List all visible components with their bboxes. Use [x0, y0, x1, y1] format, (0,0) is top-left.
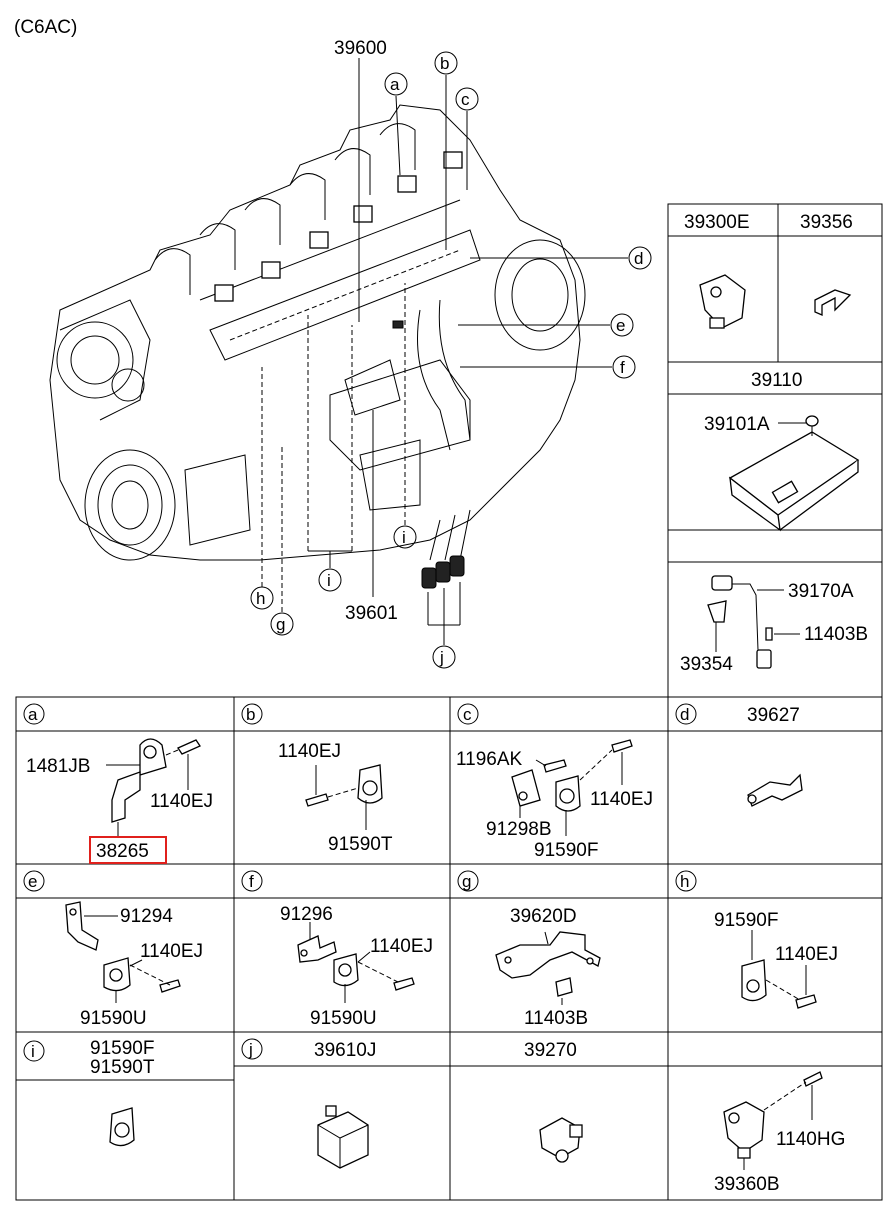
- label-39170A: 39170A: [788, 581, 854, 602]
- cell-g-letter: g: [462, 872, 471, 891]
- cell-l-drawing: [723, 1071, 823, 1170]
- cell-letters: a b c d e f g h i j: [23, 703, 697, 1062]
- callout-g: g: [276, 615, 285, 634]
- cell-c-part-1196AK: 1196AK: [456, 749, 523, 770]
- callout-i-upper: i: [402, 528, 406, 547]
- callout-h: h: [256, 589, 265, 608]
- cell-e-part-91294: 91294: [120, 906, 173, 927]
- cell-b-letter: b: [246, 705, 255, 724]
- label-39601: 39601: [345, 603, 398, 624]
- cell-e-part-91590U: 91590U: [80, 1008, 147, 1029]
- cell-g-part-39620D: 39620D: [510, 906, 577, 927]
- side-39110-header: 39110: [751, 370, 802, 391]
- cell-g-part-11403B: 11403B: [524, 1008, 588, 1029]
- cell-c-part-91298B: 91298B: [486, 819, 552, 840]
- callout-e: e: [616, 316, 625, 335]
- side-col1-header: 39300E: [684, 212, 750, 233]
- callout-i-lower: i: [327, 571, 331, 590]
- cell-j-letter: j: [248, 1040, 253, 1059]
- detail-grid: [15, 696, 883, 1201]
- callout-f: f: [620, 358, 625, 377]
- cell-g-drawing: [495, 931, 601, 1005]
- cell-d-header: 39627: [747, 705, 800, 726]
- cell-i-header-1: 91590F: [90, 1038, 154, 1059]
- cell-a-part-1140EJ: 1140EJ: [150, 791, 213, 812]
- side-col2-header: 39356: [800, 212, 853, 233]
- cell-c-part-91590F: 91590F: [534, 840, 598, 861]
- main-leaders: [261, 58, 628, 645]
- cell-f-drawing: [297, 922, 415, 1003]
- cell-j-drawing: [317, 1105, 369, 1169]
- cell-h-part-1140EJ: 1140EJ: [775, 944, 838, 965]
- cell-h-part-91590F: 91590F: [714, 910, 778, 931]
- cell-d-drawing: [747, 773, 803, 807]
- callout-c: c: [461, 90, 470, 109]
- label-39600: 39600: [334, 38, 387, 59]
- cell-d-letter: d: [680, 705, 689, 724]
- cell-b-part-1140EJ: 1140EJ: [278, 741, 341, 762]
- cell-f-part-1140EJ: 1140EJ: [370, 936, 433, 957]
- cell-e-drawing: [65, 901, 181, 1003]
- cell-c-drawing: [511, 739, 633, 836]
- label-39101A: 39101A: [704, 414, 770, 435]
- engine-illustration: [49, 104, 586, 589]
- cell-k-drawing: [539, 1117, 583, 1163]
- cell-b-drawing: [305, 764, 383, 830]
- cell-a-part-38265: 38265: [96, 841, 149, 862]
- cell-e-part-1140EJ: 1140EJ: [140, 941, 203, 962]
- callout-b: b: [440, 54, 449, 73]
- cell-k-header: 39270: [524, 1040, 577, 1061]
- sensor-39170A-drawing: [707, 575, 800, 669]
- cell-f-part-91590U: 91590U: [310, 1008, 377, 1029]
- cell-i-letter: i: [31, 1042, 35, 1061]
- cell-f-letter: f: [249, 872, 254, 891]
- cell-e-letter: e: [28, 872, 37, 891]
- callout-j: j: [439, 648, 444, 667]
- ecu-39101A-drawing: [728, 415, 860, 532]
- cell-c-letter: c: [463, 705, 472, 724]
- cell-a-drawing: [89, 738, 201, 864]
- cell-h-drawing: [741, 930, 817, 1009]
- label-39354: 39354: [680, 654, 733, 675]
- cell-a-part-1481JB: 1481JB: [26, 756, 90, 777]
- cell-i-header-2: 91590T: [90, 1057, 155, 1078]
- callout-circles: a b c d e f g h i i j: [250, 51, 652, 669]
- callout-d: d: [634, 249, 643, 268]
- cell-b-part-91590T: 91590T: [328, 834, 393, 855]
- cell-a-letter: a: [28, 705, 38, 724]
- bracket-39356-drawing: [814, 289, 852, 316]
- label-11403B-side: 11403B: [804, 624, 868, 645]
- cell-j-header: 39610J: [314, 1040, 376, 1061]
- cell-c-part-1140EJ: 1140EJ: [590, 789, 653, 810]
- sensor-39300E-drawing: [699, 274, 746, 329]
- cell-i-drawing: [109, 1107, 135, 1147]
- engine-code: (C6AC): [14, 17, 77, 38]
- cell-h-letter: h: [680, 872, 689, 891]
- cell-l-part-1140HG: 1140HG: [776, 1129, 845, 1150]
- callout-a: a: [390, 75, 400, 94]
- cell-l-part-39360B: 39360B: [714, 1174, 780, 1195]
- cell-f-part-91296: 91296: [280, 904, 333, 925]
